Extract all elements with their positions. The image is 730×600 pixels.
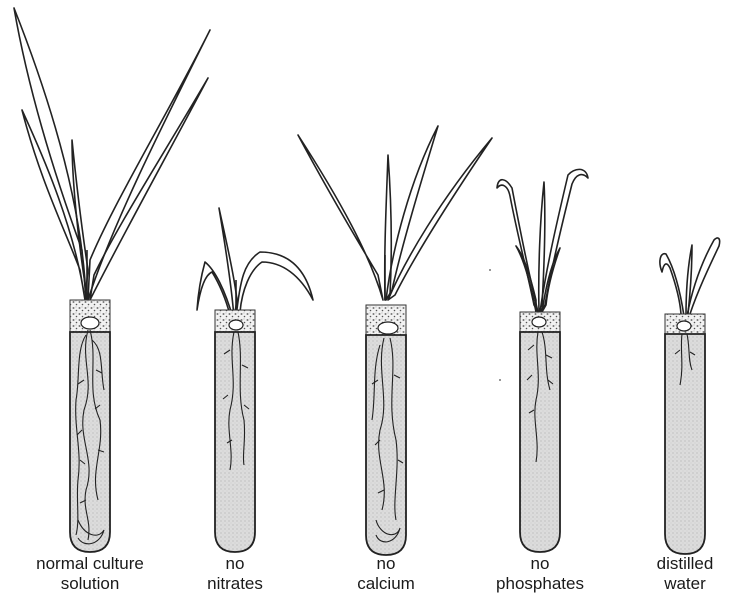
caption-line: no: [160, 554, 310, 574]
caption-no-calcium: no calcium: [311, 554, 461, 594]
tube-no-calcium: [298, 126, 492, 555]
leaves: [14, 8, 210, 300]
caption-line: nitrates: [160, 574, 310, 594]
caption-distilled-water: distilled water: [610, 554, 730, 594]
leaves: [197, 208, 313, 318]
caption-line: distilled: [610, 554, 730, 574]
caption-normal-culture-solution: normal culture solution: [15, 554, 165, 594]
tube-glass: [215, 332, 255, 552]
caption-line: water: [610, 574, 730, 594]
tube-no-phosphates: [497, 169, 588, 552]
seed: [229, 320, 243, 330]
seed: [378, 322, 398, 334]
leaves: [497, 169, 588, 312]
tube-glass: [366, 335, 406, 555]
tube-no-nitrates: [197, 208, 313, 552]
caption-no-phosphates: no phosphates: [465, 554, 615, 594]
caption-line: no: [311, 554, 461, 574]
caption-line: no: [465, 554, 615, 574]
caption-line: solution: [15, 574, 165, 594]
leaves: [298, 126, 492, 300]
seed: [532, 317, 546, 327]
caption-no-nitrates: no nitrates: [160, 554, 310, 594]
seed: [81, 317, 99, 329]
speck: [489, 269, 491, 271]
speck: [499, 379, 501, 381]
seed: [677, 321, 691, 331]
caption-line: normal culture: [15, 554, 165, 574]
leaves: [660, 238, 720, 316]
tube-glass: [520, 332, 560, 552]
caption-line: phosphates: [465, 574, 615, 594]
tube-normal-culture-solution: [14, 8, 210, 552]
tube-distilled-water: [660, 238, 720, 554]
tube-glass: [70, 332, 110, 552]
tube-glass: [665, 334, 705, 554]
caption-line: calcium: [311, 574, 461, 594]
